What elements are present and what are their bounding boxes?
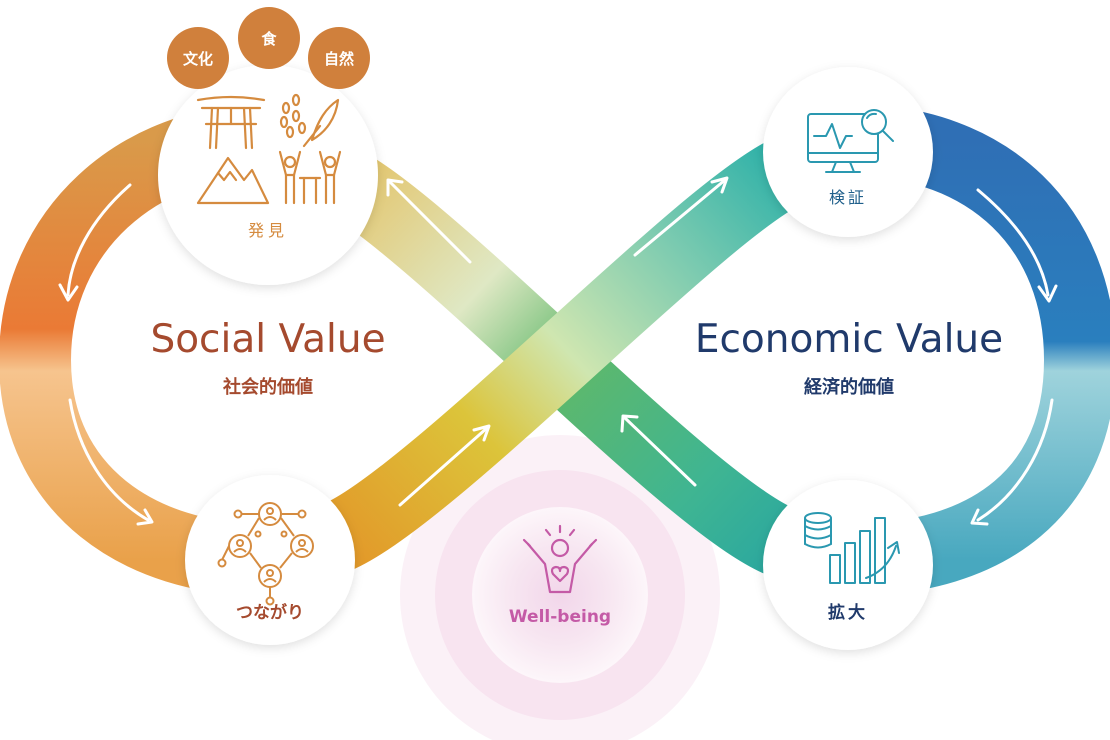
- svg-text:自然: 自然: [324, 50, 354, 68]
- torii-icon: [196, 95, 266, 150]
- expansion-circle: [763, 480, 933, 650]
- economic-value-subtitle: 経済的価値: [804, 376, 894, 398]
- social-value-title: Social Value: [150, 317, 385, 362]
- verification-label: 検証: [829, 188, 867, 207]
- cheering-person-heart-icon: [522, 524, 598, 594]
- svg-text:食: 食: [261, 30, 277, 48]
- bubble-culture: 文化: [167, 27, 229, 89]
- network-people-icon: [217, 502, 314, 606]
- social-loop: [0, 104, 266, 596]
- discovery-circle: [158, 65, 378, 285]
- economic-value-title: Economic Value: [695, 317, 1003, 362]
- strand-ascending: [316, 137, 807, 575]
- expansion-label: 拡大: [828, 602, 868, 623]
- svg-text:文化: 文化: [183, 50, 213, 68]
- discovery-label: 発見: [248, 221, 288, 240]
- monitor-search-icon: [807, 109, 894, 173]
- wellbeing-circle: [472, 507, 648, 683]
- social-value-subtitle: 社会的価値: [223, 376, 313, 398]
- people-icon: [278, 150, 342, 205]
- connection-circle: [185, 475, 355, 645]
- coins-growth-chart-icon: [804, 512, 900, 584]
- mountain-icon: [196, 156, 270, 205]
- bubble-food: 食: [238, 7, 300, 69]
- connection-label: つながり: [236, 602, 304, 623]
- bubble-nature: 自然: [308, 27, 370, 89]
- rice-icon: [279, 93, 340, 148]
- wellbeing-label: Well-being: [509, 607, 611, 627]
- flow-arrows: [58, 176, 1058, 526]
- economic-loop: [849, 104, 1110, 596]
